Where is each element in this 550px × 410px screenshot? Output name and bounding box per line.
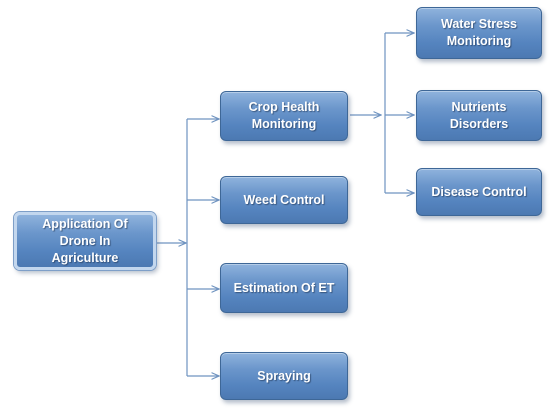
node-label: Estimation Of ET (233, 280, 335, 295)
node-crop-health-monitoring: Crop Health Monitoring (220, 91, 348, 141)
node-estimation-of-et: Estimation Of ET (220, 263, 348, 313)
node-label: Water Stress Monitoring (441, 17, 517, 48)
node-label: Spraying (257, 368, 311, 383)
node-disease-control: Disease Control (416, 168, 542, 216)
node-spraying: Spraying (220, 352, 348, 400)
node-nutrients-disorders: Nutrients Disorders (416, 90, 542, 141)
node-label: Crop Health Monitoring (248, 100, 320, 131)
node-water-stress-monitoring: Water Stress Monitoring (416, 7, 542, 59)
node-label: Disease Control (431, 184, 527, 199)
node-weed-control: Weed Control (220, 176, 348, 224)
root-node-label: Application Of Drone In Agriculture (42, 216, 128, 265)
node-label: Weed Control (243, 192, 325, 207)
root-node-application-of-drone: Application Of Drone In Agriculture (14, 212, 156, 270)
node-label: Nutrients Disorders (449, 99, 509, 131)
